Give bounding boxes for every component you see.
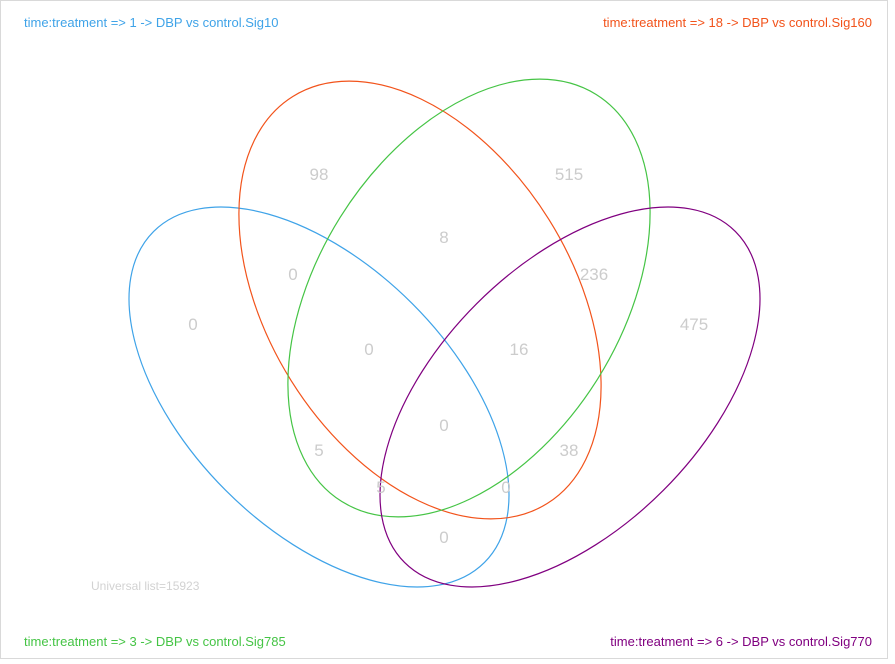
count-blue-orange-purple: 0	[501, 478, 510, 497]
count-blue-green-purple: 5	[376, 478, 385, 497]
set-label-purple: time:treatment => 6 -> DBP vs control.Si…	[610, 634, 872, 649]
count-orange-purple: 38	[560, 441, 579, 460]
set-label-blue: time:treatment => 1 -> DBP vs control.Si…	[24, 15, 279, 30]
set-ellipse-purple	[379, 206, 761, 588]
count-all-four: 0	[439, 416, 448, 435]
set-ellipse-orange	[238, 80, 602, 520]
count-blue-orange-green: 0	[364, 340, 373, 359]
count-only-purple: 475	[680, 315, 708, 334]
universal-list-label: Universal list=15923	[91, 579, 200, 593]
set-ellipse-blue	[128, 206, 510, 588]
set-ellipse-green	[287, 78, 651, 518]
count-only-blue: 0	[188, 315, 197, 334]
count-orange-green-purple: 16	[510, 340, 529, 359]
count-blue-green: 5	[314, 441, 323, 460]
count-orange-green: 8	[439, 228, 448, 247]
set-label-orange: time:treatment => 18 -> DBP vs control.S…	[603, 15, 872, 30]
count-blue-purple: 0	[439, 528, 448, 547]
count-green-purple: 236	[580, 265, 608, 284]
set-label-green: time:treatment => 3 -> DBP vs control.Si…	[24, 634, 286, 649]
count-only-orange: 98	[310, 165, 329, 184]
count-only-green: 515	[555, 165, 583, 184]
count-blue-orange: 0	[288, 265, 297, 284]
